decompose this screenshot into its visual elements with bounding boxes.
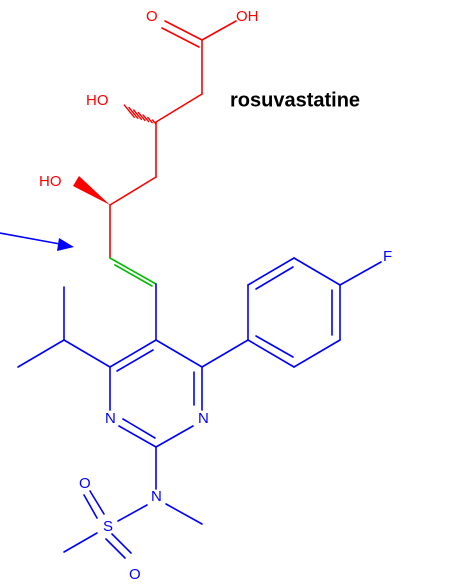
atom-label-ho-lower: HO — [39, 173, 62, 190]
bond-ring-n3-c2-inner — [122, 418, 156, 439]
atom-label-fluorine: F — [383, 248, 392, 265]
solid-wedge-lower-oh — [73, 176, 110, 205]
bond-n-methyl — [165, 503, 203, 525]
arrow-shaft — [0, 232, 61, 245]
atom-label-o-carbonyl: O — [146, 8, 158, 25]
bond-ph-5 — [247, 257, 295, 286]
atom-label-n-right: N — [198, 410, 209, 427]
bond-c1-oh — [201, 20, 237, 41]
bond-n-s — [117, 504, 148, 522]
atom-label-ho-upper: HO — [86, 92, 109, 109]
hashed-wedge-upper-oh — [123, 104, 157, 125]
atom-label-sulfur: S — [103, 518, 113, 535]
atom-label-oh-acid: OH — [236, 8, 259, 25]
bond-ph-1 — [247, 339, 295, 368]
atom-label-n-amine: N — [151, 488, 162, 505]
bond-carbonyl-double-b — [161, 27, 200, 48]
arrow-head — [57, 238, 74, 251]
bond-ph-5-inner — [255, 266, 294, 290]
bond-ring-c5-c4 — [109, 339, 157, 368]
core-bonds — [17, 257, 382, 559]
bond-ph-1-inner — [255, 335, 294, 358]
bond-ring-n1-c2 — [155, 425, 194, 448]
side-chain-bonds — [109, 20, 237, 259]
bond-c4-c5 — [109, 176, 157, 206]
bond-carbonyl-double-a — [164, 20, 203, 41]
bond-s-o-top-b — [83, 494, 98, 519]
arrow-pointer — [0, 232, 74, 251]
bond-ring-n3-c2 — [118, 425, 157, 448]
atom-label-o-sulfonyl-top: O — [79, 475, 91, 492]
atom-label-o-sulfonyl-bottom: O — [129, 566, 141, 583]
bond-isopropyl-me-left — [17, 339, 65, 368]
bond-ring-c5-c4-inner — [116, 349, 154, 372]
bond-c2-c3 — [155, 93, 203, 123]
bond-ring-c5-c6 — [155, 339, 203, 368]
bond-ph-4 — [293, 257, 341, 286]
bond-s-o-bottom-a — [105, 538, 126, 559]
bond-ring-phenyl — [201, 339, 249, 368]
bond-ph-f — [339, 261, 382, 286]
bond-s-methyl — [63, 532, 98, 553]
bond-s-o-top-a — [89, 490, 105, 515]
bond-ph-2 — [293, 339, 341, 368]
compound-name: rosuvastatine — [230, 89, 360, 111]
bond-ring-isopropyl — [63, 339, 111, 368]
alkene-double-bond — [109, 257, 157, 287]
atom-label-n-left: N — [105, 410, 116, 427]
bond-s-o-bottom-b — [111, 533, 132, 554]
